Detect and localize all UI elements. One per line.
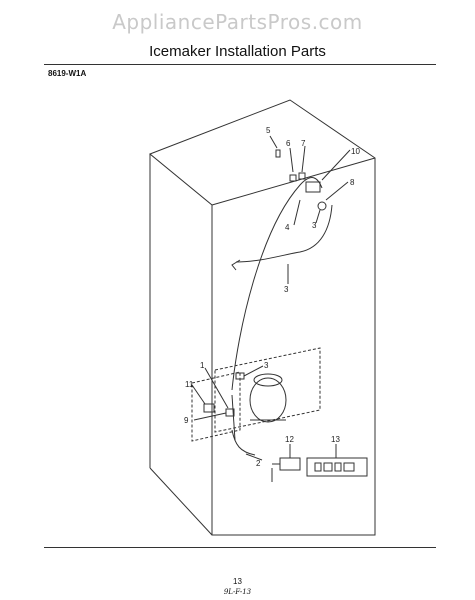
cabinet-bottom-edge [149,467,213,536]
water-tube-lower [231,429,256,456]
page-title: Icemaker Installation Parts [149,43,326,60]
water-tube-main [231,177,323,391]
callout-11: 11 [185,380,194,389]
compressor-body [249,377,287,423]
icemaker-fitting [305,181,321,193]
compressor-top [253,373,283,387]
part-13-kit [306,457,368,477]
callout-3-mid: 3 [284,285,289,294]
part-12-valve [279,457,301,471]
callout-13: 13 [331,435,340,444]
callout-7: 7 [301,139,306,148]
model-code: 8619-W1A [48,69,87,78]
water-tube-upper [235,204,333,263]
footer-rule [44,547,436,548]
callout-9: 9 [184,416,189,425]
title-underline [44,64,436,65]
callout-10: 10 [351,147,360,156]
watermark-text: AppliancePartsPros.com [112,10,363,34]
page-number: 13 [233,577,242,586]
handwritten-note: 9L-F-13 [223,588,252,596]
compressor-compartment [214,347,321,433]
water-valve [203,403,215,413]
callout-3-top: 3 [312,221,317,230]
callout-2: 2 [256,459,261,468]
valve-area-outline [191,371,241,442]
callout-12: 12 [285,435,294,444]
callout-1: 1 [200,361,205,370]
callout-6: 6 [286,139,291,148]
callout-5: 5 [266,126,271,135]
callout-3-low: 3 [264,361,269,370]
callout-8: 8 [350,178,355,187]
callout-4: 4 [285,223,290,232]
